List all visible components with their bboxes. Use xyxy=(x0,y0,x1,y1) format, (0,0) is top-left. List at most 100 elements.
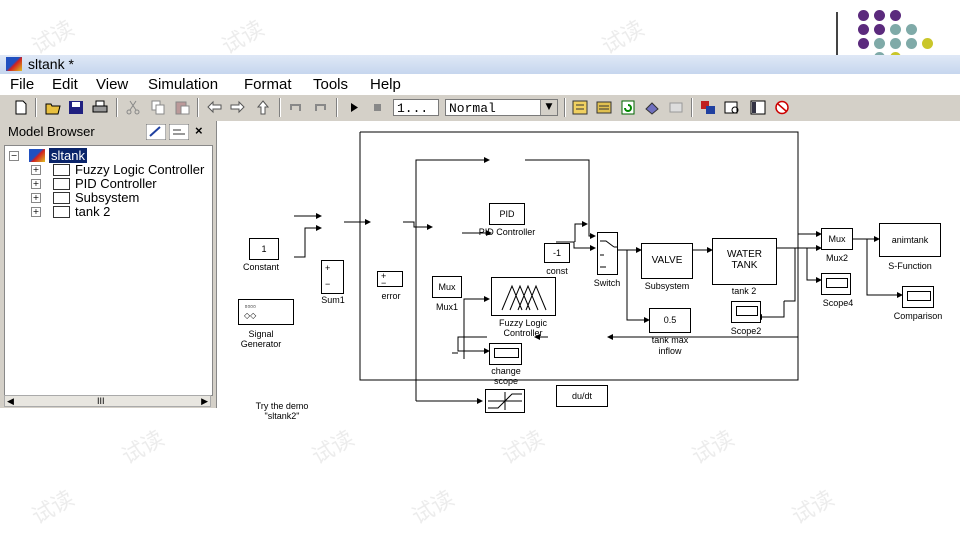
sum1-label: Sum1 xyxy=(321,295,345,305)
watermark: 试读 xyxy=(307,426,359,470)
up-icon[interactable] xyxy=(255,100,271,115)
menu-view[interactable]: View xyxy=(96,76,129,93)
animtank-sfunction-block[interactable]: animtank xyxy=(879,223,941,257)
debug-icon[interactable] xyxy=(668,100,684,115)
play-icon[interactable] xyxy=(346,100,362,115)
comparison-label: Comparison xyxy=(893,311,943,321)
scope-screen-icon xyxy=(736,306,758,316)
close-icon[interactable]: × xyxy=(195,123,203,138)
diagram-canvas[interactable]: 1 Constant ▫▫▫▫◇◇ Signal Generator + − S… xyxy=(216,121,960,421)
subsystem-icon xyxy=(53,178,70,190)
copy-icon[interactable] xyxy=(150,100,166,115)
switch-block[interactable] xyxy=(597,232,618,275)
minus-sign: − xyxy=(325,279,331,289)
model-tree: − sltank + Fuzzy Logic Controller + PID … xyxy=(4,145,213,396)
print-icon[interactable] xyxy=(92,100,108,115)
saturation-icon xyxy=(488,392,522,410)
mux2-label: Mux2 xyxy=(825,253,848,263)
browser-library-icon[interactable] xyxy=(169,124,189,140)
tank-max-inflow-block[interactable]: 0.5 xyxy=(649,308,691,333)
signal-lines xyxy=(294,131,903,404)
build-icon[interactable] xyxy=(644,100,660,115)
menu-format[interactable]: Format xyxy=(244,76,292,93)
comparison-scope-block[interactable] xyxy=(902,286,934,308)
watermark: 试读 xyxy=(787,486,839,530)
mux1-block[interactable]: Mux xyxy=(432,276,462,298)
stop-time-input[interactable]: 1... xyxy=(393,99,439,116)
sum1-block[interactable]: + − xyxy=(321,260,344,294)
browser-icon[interactable] xyxy=(750,100,766,115)
scope4-block[interactable] xyxy=(821,273,851,295)
horizontal-scrollbar[interactable]: ◀ III ▶ xyxy=(4,395,211,407)
scope-screen-icon xyxy=(826,278,848,288)
const-label: const xyxy=(546,266,568,276)
scroll-left-icon[interactable]: ◀ xyxy=(7,396,14,406)
tree-item-label: Fuzzy Logic Controller xyxy=(75,162,205,177)
menu-edit[interactable]: Edit xyxy=(52,76,78,93)
stop-icon[interactable] xyxy=(370,100,386,115)
model-explorer-icon[interactable] xyxy=(596,100,612,115)
expand-icon[interactable]: + xyxy=(31,165,41,175)
error-sum-block[interactable]: + − xyxy=(377,271,403,288)
pid-label: PID Controller xyxy=(478,227,536,237)
menu-tools[interactable]: Tools xyxy=(313,76,349,93)
expand-icon[interactable]: + xyxy=(31,207,41,217)
subsystem-label: Subsystem xyxy=(644,281,690,291)
undo-icon[interactable] xyxy=(288,100,304,115)
signal-icon[interactable] xyxy=(774,100,790,115)
collapse-icon[interactable]: − xyxy=(9,151,19,161)
watermark: 试读 xyxy=(217,16,269,60)
save-icon[interactable] xyxy=(68,100,84,115)
signal-generator-block[interactable]: ▫▫▫▫◇◇ xyxy=(238,299,294,325)
model-icon xyxy=(29,149,45,162)
new-icon[interactable] xyxy=(13,100,29,115)
model-browser-title: Model Browser xyxy=(8,124,95,139)
watermark: 试读 xyxy=(407,486,459,530)
scroll-right-icon[interactable]: ▶ xyxy=(201,396,208,406)
constant-label: Constant xyxy=(242,262,280,272)
watermark: 试读 xyxy=(27,486,79,530)
minus-sign: − xyxy=(381,278,387,288)
scope2-block[interactable] xyxy=(731,301,761,323)
valve-subsystem-block[interactable]: VALVE xyxy=(641,243,693,279)
menu-file[interactable]: File xyxy=(10,76,35,93)
browser-options-icon[interactable] xyxy=(146,124,166,140)
change-block[interactable] xyxy=(485,389,525,413)
toolbar: 1... Normal▼ xyxy=(0,94,960,121)
menu-simulation[interactable]: Simulation xyxy=(148,76,219,93)
tank2-label: tank 2 xyxy=(731,286,757,296)
chevron-down-icon[interactable]: ▼ xyxy=(540,100,557,115)
mux2-block[interactable]: Mux xyxy=(821,228,853,250)
change-scope-block[interactable] xyxy=(489,343,522,365)
signal-generator-label: Signal Generator xyxy=(240,329,282,349)
model-advisor-icon[interactable] xyxy=(700,100,716,115)
change-scope-label: change scope xyxy=(491,366,521,386)
pid-block[interactable]: PID xyxy=(489,203,525,225)
library-icon[interactable] xyxy=(572,100,588,115)
open-icon[interactable] xyxy=(45,100,61,115)
const-block[interactable]: -1 xyxy=(544,243,570,263)
tree-item-label: Subsystem xyxy=(75,190,140,205)
menu-help[interactable]: Help xyxy=(370,76,401,93)
derivative-block[interactable]: du/dt xyxy=(556,385,608,407)
simulink-window: sltank * File Edit View Simulation Forma… xyxy=(0,55,960,421)
fuzzy-controller-block[interactable] xyxy=(491,277,556,316)
sample-time-icon[interactable] xyxy=(724,100,740,115)
membership-functions-icon xyxy=(501,284,547,311)
back-icon[interactable] xyxy=(206,100,222,115)
expand-icon[interactable]: + xyxy=(31,179,41,189)
paste-icon[interactable] xyxy=(174,100,190,115)
cut-icon[interactable] xyxy=(125,100,141,115)
scroll-thumb[interactable]: III xyxy=(97,396,105,406)
watermark: 试读 xyxy=(497,426,549,470)
sim-mode-select[interactable]: Normal▼ xyxy=(445,99,558,116)
tree-item-label: PID Controller xyxy=(75,176,157,191)
tank-max-inflow-label: tank max inflow xyxy=(651,335,689,356)
scope-screen-icon xyxy=(907,291,931,301)
update-icon[interactable] xyxy=(620,100,636,115)
expand-icon[interactable]: + xyxy=(31,193,41,203)
constant-block[interactable]: 1 xyxy=(249,238,279,260)
water-tank-block[interactable]: WATER TANK xyxy=(712,238,777,285)
redo-icon[interactable] xyxy=(312,100,328,115)
forward-icon[interactable] xyxy=(230,100,246,115)
